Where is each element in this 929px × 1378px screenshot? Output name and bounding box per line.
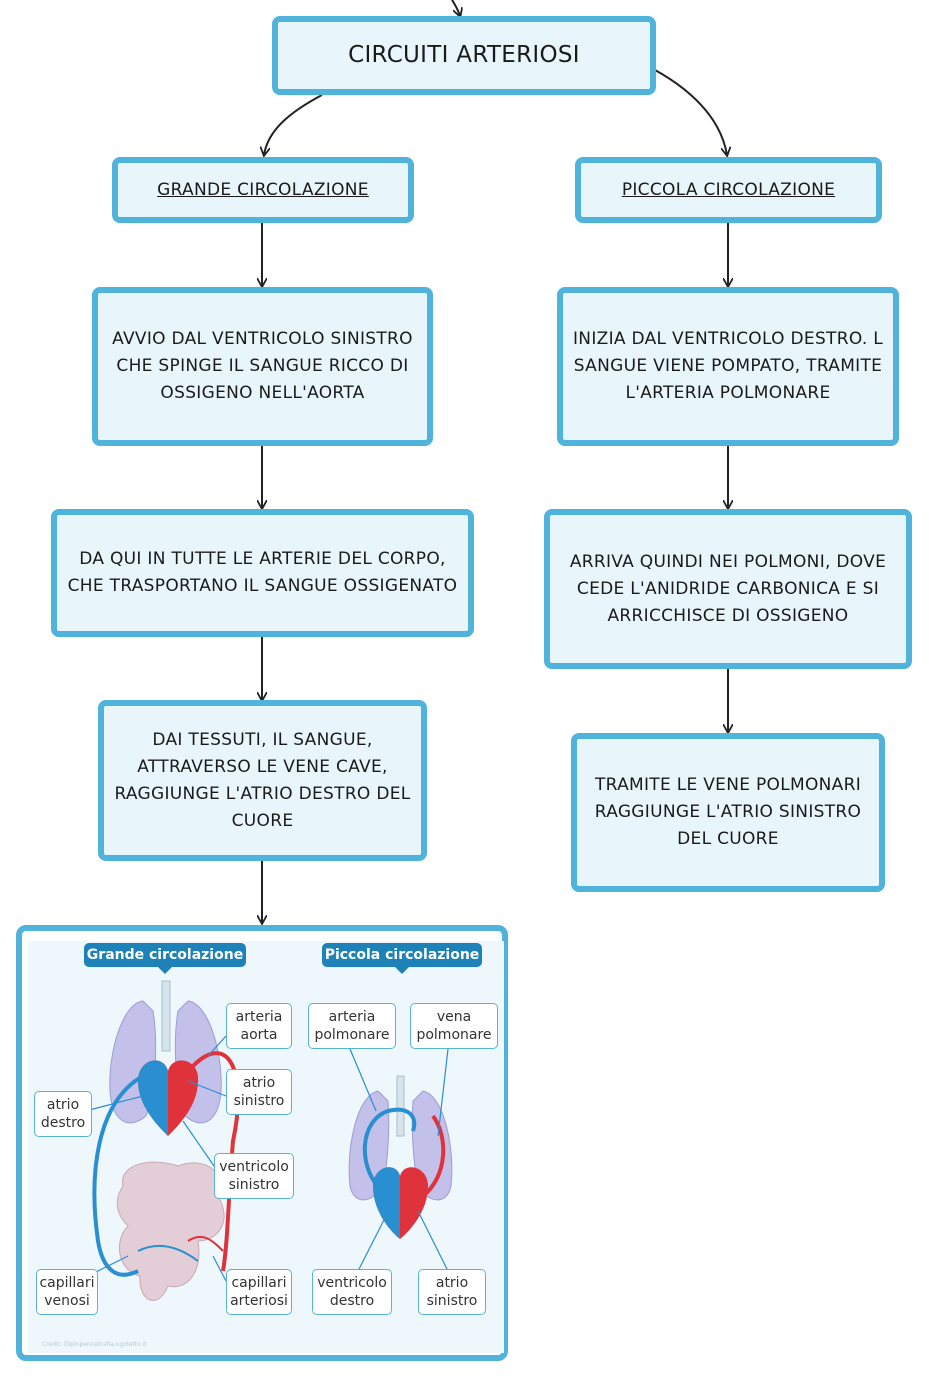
- grande-step-2: DA QUI IN TUTTE LE ARTERIE DEL CORPO, CH…: [51, 509, 474, 637]
- label-atrio-sinistro-grande: atrio sinistro: [226, 1069, 292, 1115]
- grande-step-3-text: DAI TESSUTI, IL SANGUE, ATTRAVERSO LE VE…: [114, 729, 411, 831]
- grande-artery-branch: [187, 1235, 224, 1252]
- arrow-title-to-piccola: [654, 69, 727, 155]
- grande-step-3: DAI TESSUTI, IL SANGUE, ATTRAVERSO LE VE…: [98, 700, 427, 861]
- label-arteria-aorta: arteria aorta: [226, 1003, 292, 1049]
- piccola-step-1-text: INIZIA DAL VENTRICOLO DESTRO. L SANGUE V…: [572, 329, 884, 403]
- piccola-step-3: TRAMITE LE VENE POLMONARI RAGGIUNGE L'AT…: [571, 733, 885, 892]
- label-arteria-polmonare: arteria polmonare: [308, 1003, 396, 1049]
- piccola-step-2: ARRIVA QUINDI NEI POLMONI, DOVE CEDE L'A…: [544, 509, 912, 669]
- circulation-illustration: Grande circolazione Piccola circolazione…: [16, 925, 508, 1361]
- grande-step-1: AVVIO DAL VENTRICOLO SINISTRO CHE SPINGE…: [92, 287, 433, 446]
- piccola-heading-box: PICCOLA CIRCOLAZIONE: [575, 157, 882, 223]
- grande-heart-right-half: [138, 1060, 168, 1136]
- piccola-step-1: INIZIA DAL VENTRICOLO DESTRO. L SANGUE V…: [557, 287, 899, 446]
- label-ventricolo-sinistro: ventricolo sinistro: [214, 1153, 294, 1199]
- label-atrio-destro: atrio destro: [34, 1091, 92, 1137]
- piccola-vein-loop: [421, 1114, 446, 1198]
- arrow-incoming: [451, 0, 460, 16]
- label-atrio-sinistro-piccola: atrio sinistro: [418, 1269, 486, 1315]
- piccola-step-2-text: ARRIVA QUINDI NEI POLMONI, DOVE CEDE L'A…: [569, 551, 887, 626]
- image-credit: Credit: Dipinpencetrafia.ugoletto.it: [42, 1341, 147, 1348]
- label-vena-polmonare: vena polmonare: [410, 1003, 498, 1049]
- grande-vein-branch: [137, 1244, 199, 1262]
- piccola-trachea-shape: [396, 1075, 405, 1137]
- grande-step-2-text: DA QUI IN TUTTE LE ARTERIE DEL CORPO, CH…: [67, 549, 458, 596]
- piccola-heart-right-half: [373, 1167, 400, 1239]
- trachea-shape: [161, 980, 171, 1052]
- intestine-shape: [116, 1161, 225, 1301]
- piccola-heading: PICCOLA CIRCOLAZIONE: [621, 179, 836, 200]
- illustration-panel: Grande circolazione Piccola circolazione…: [28, 941, 504, 1353]
- label-capillari-arteriosi: capillari arteriosi: [226, 1269, 292, 1315]
- anatomy-drawing: [77, 980, 453, 1301]
- grande-circolazione-label: Grande circolazione: [84, 943, 246, 974]
- label-ventricolo-destro: ventricolo destro: [312, 1269, 392, 1315]
- label-capillari-venosi: capillari venosi: [36, 1269, 98, 1315]
- grande-heading: GRANDE CIRCOLAZIONE: [157, 179, 369, 200]
- title-text: CIRCUITI ARTERIOSI: [348, 42, 580, 68]
- piccola-circolazione-label: Piccola circolazione: [322, 943, 482, 974]
- piccola-step-3-text: TRAMITE LE VENE POLMONARI RAGGIUNGE L'AT…: [594, 775, 862, 849]
- grande-step-1-text: AVVIO DAL VENTRICOLO SINISTRO CHE SPINGE…: [112, 329, 413, 403]
- grande-heading-box: GRANDE CIRCOLAZIONE: [112, 157, 414, 223]
- grande-artery-loop: [191, 1051, 241, 1272]
- title-box: CIRCUITI ARTERIOSI: [272, 16, 656, 95]
- piccola-artery-loop: [362, 1107, 417, 1193]
- arrow-title-to-grande: [264, 94, 323, 155]
